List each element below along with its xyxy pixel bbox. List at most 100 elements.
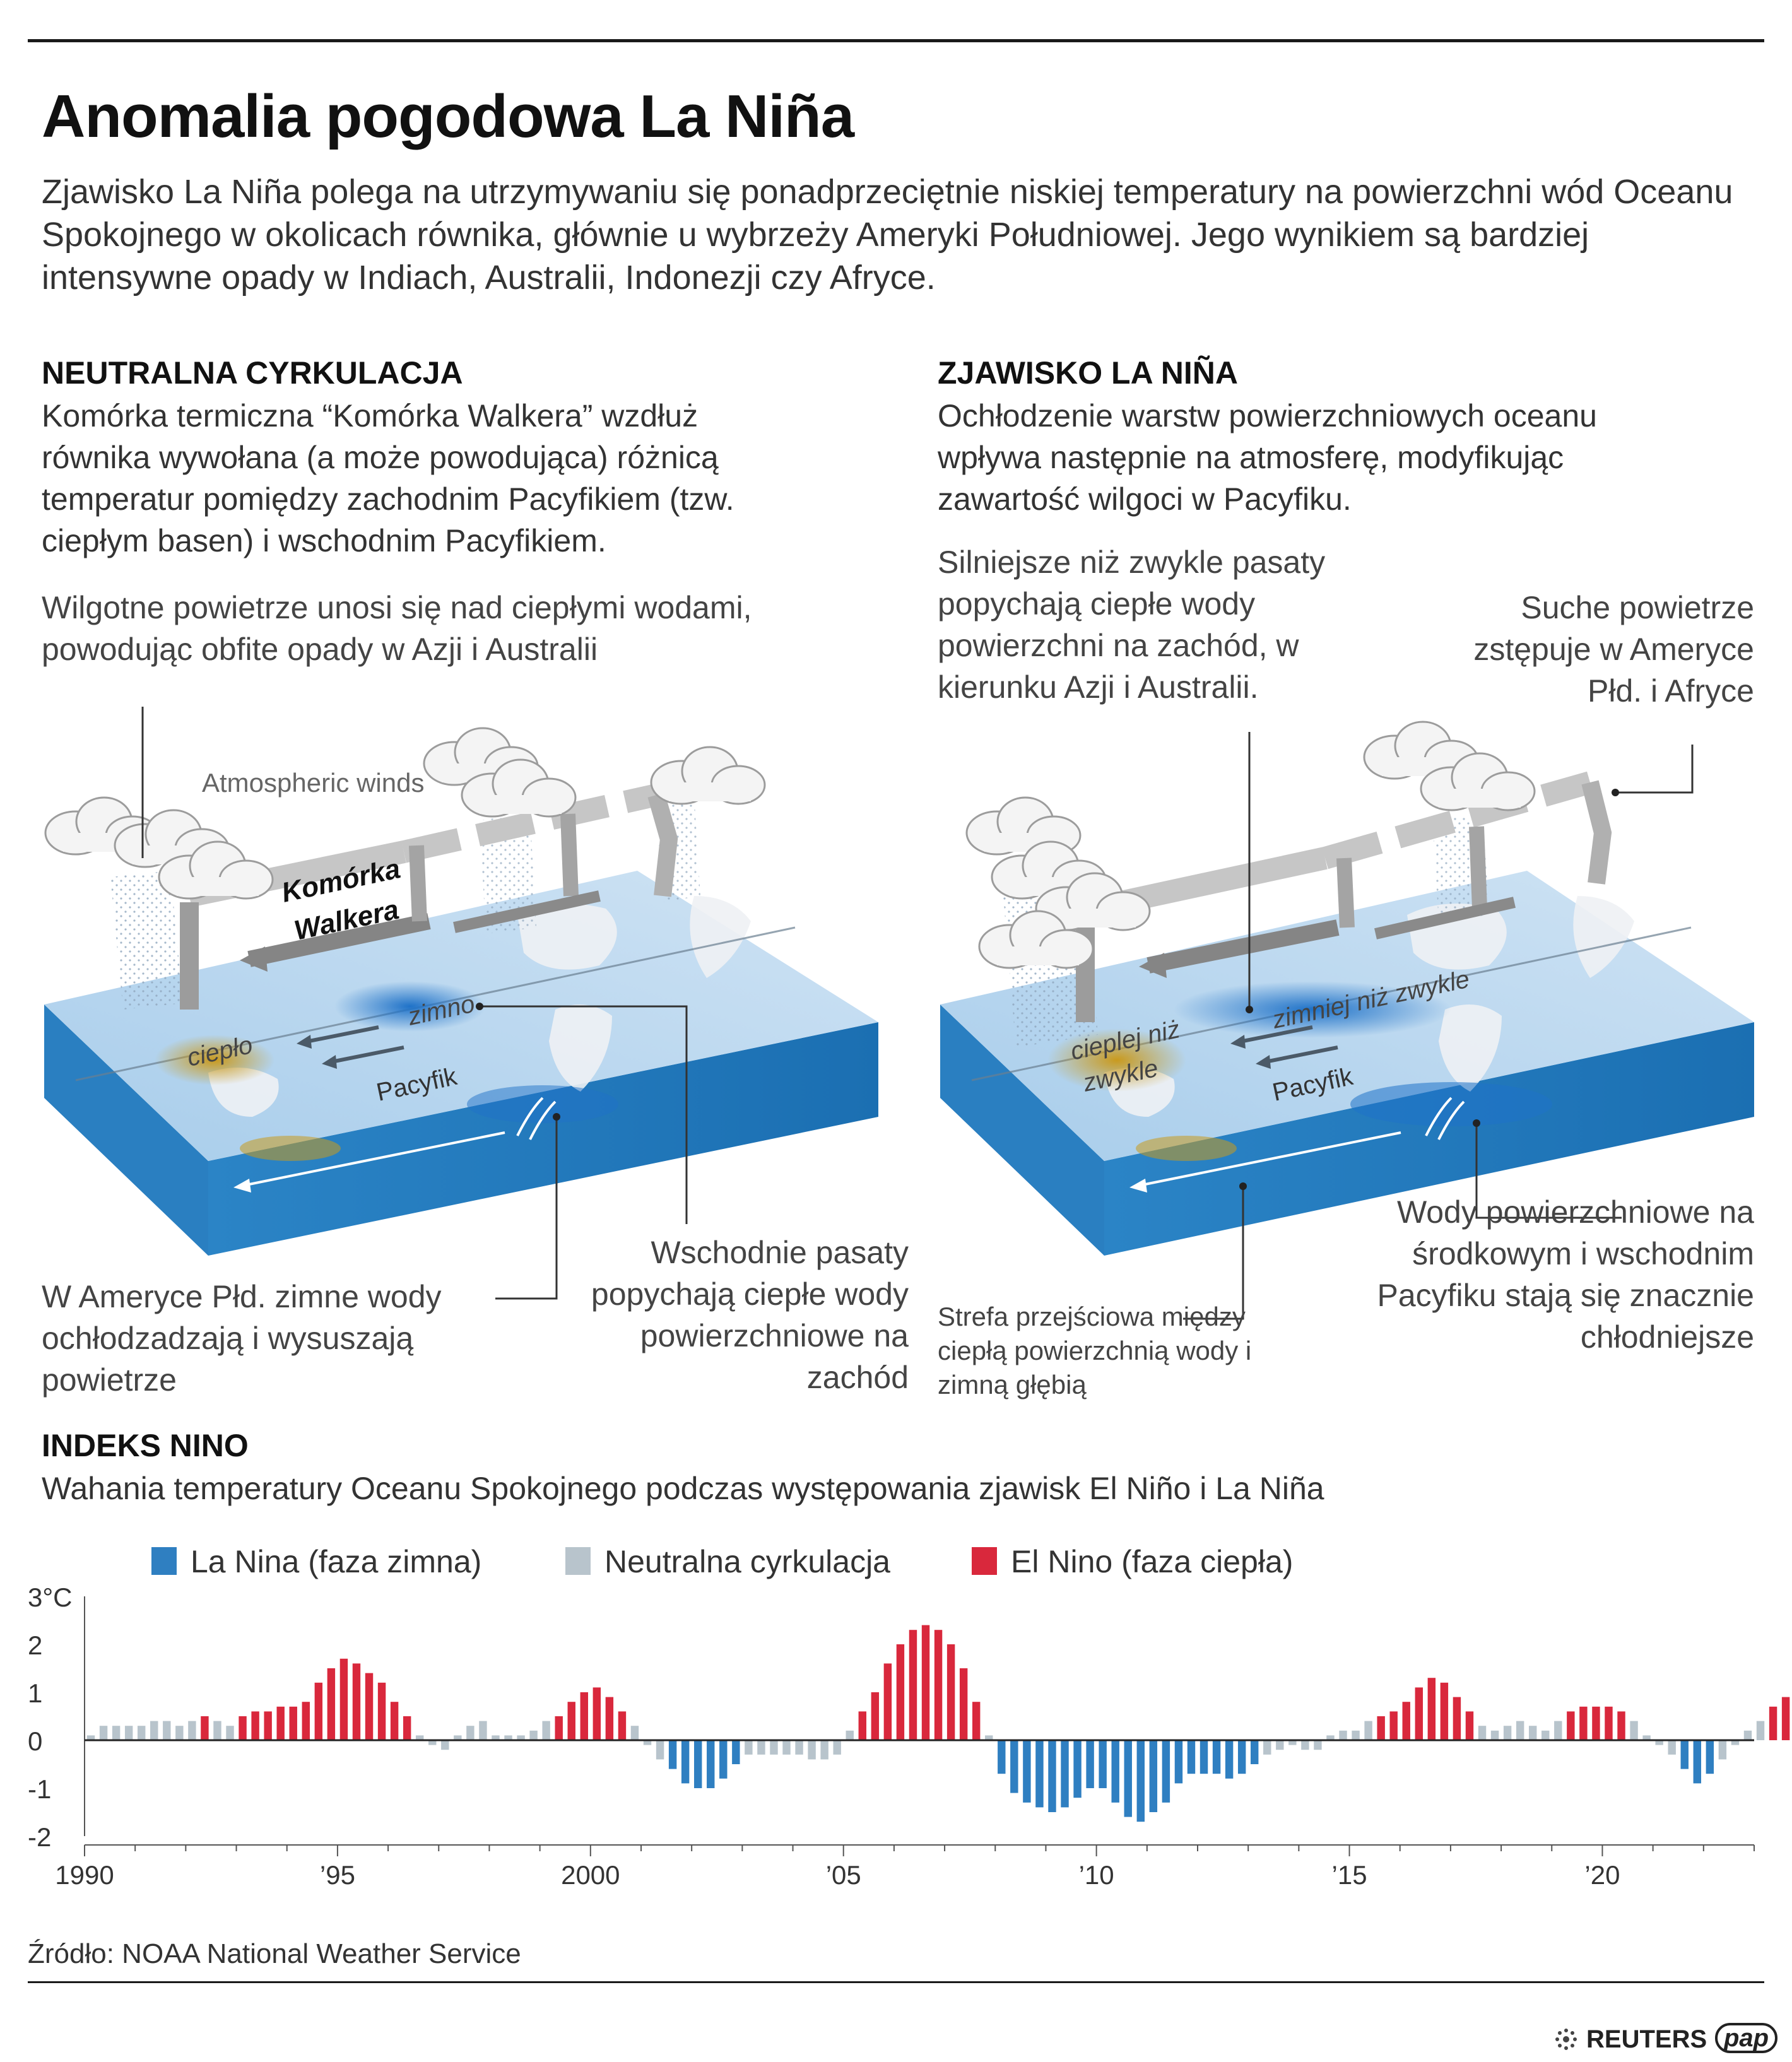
logos: REUTERS pap (1552, 2023, 1778, 2057)
nino-bar (1567, 1711, 1575, 1740)
nino-bar (1579, 1706, 1588, 1740)
nino-bar (1718, 1740, 1727, 1760)
nino-bar (946, 1644, 955, 1740)
nino-bar (1427, 1678, 1436, 1740)
nino-bar (959, 1668, 968, 1740)
nino-bar (1528, 1726, 1537, 1740)
nino-bar (808, 1740, 816, 1760)
nino-bar (656, 1740, 664, 1760)
nino-bar (630, 1726, 639, 1740)
nino-bar (770, 1740, 778, 1755)
right-note-dry: Suche powietrze zstępuje w Ameryce Płd. … (1473, 590, 1754, 709)
nino-bar (1225, 1740, 1234, 1779)
right-note-cool: Wody powierzchniowe na środkowym i wscho… (1377, 1194, 1754, 1355)
nino-bar (1111, 1740, 1119, 1803)
nino-bar (1743, 1730, 1752, 1740)
nino-bar (1276, 1740, 1284, 1750)
y-tick-label: 3°C (28, 1582, 73, 1612)
nino-bar (352, 1663, 361, 1740)
nino-bar (112, 1726, 121, 1740)
nino-bar (1174, 1740, 1183, 1784)
nino-bar (1212, 1740, 1221, 1774)
nino-bar (1314, 1740, 1322, 1750)
nino-bar (732, 1740, 740, 1764)
x-tick-label: ’10 (1079, 1860, 1114, 1890)
nino-bar (1465, 1711, 1474, 1740)
nino-bar (605, 1697, 614, 1740)
left-note-trade: Wschodnie pasaty popychają ciepłe wody p… (591, 1235, 909, 1395)
nino-bar (883, 1663, 892, 1740)
nino-bar (1237, 1740, 1246, 1774)
nino-bar (289, 1706, 297, 1740)
intro-text: Zjawisko La Niña polega na utrzymywaniu … (42, 173, 1733, 297)
nino-bar (517, 1735, 525, 1740)
nino-bar (681, 1740, 690, 1784)
nino-bar (1099, 1740, 1107, 1788)
nino-heading: INDEKS NINO (42, 1428, 249, 1463)
nino-bar (302, 1702, 310, 1740)
nino-bar (1200, 1740, 1208, 1774)
nino-bar (1592, 1706, 1600, 1740)
left-note-rise: Wilgotne powietrze unosi się nad ciepłym… (42, 590, 752, 667)
nino-bar (1035, 1740, 1044, 1808)
right-text: Ochłodzenie warstw powierzchniowych ocea… (938, 398, 1597, 517)
nino-bar (896, 1644, 905, 1740)
nino-bar (555, 1716, 563, 1740)
left-heading: NEUTRALNA CYRKULACJA (42, 355, 463, 391)
nino-bar (1503, 1726, 1512, 1740)
nino-bar (492, 1735, 500, 1740)
diagram-svg: Atmospheric winds Komórka Walkera ciepło… (44, 707, 1754, 1320)
left-winds-label: Atmospheric winds (202, 768, 424, 798)
nino-bar (1781, 1697, 1790, 1740)
x-tick-label: ’15 (1332, 1860, 1367, 1890)
right-diagram: cieplej niż zwykle zimniej niż zwykle Pa… (940, 721, 1754, 1320)
nino-bar (454, 1735, 462, 1740)
nino-bar (124, 1726, 133, 1740)
legend-swatch-la-nina (151, 1547, 177, 1575)
nino-bar (99, 1726, 108, 1740)
nino-bar (1554, 1721, 1562, 1740)
nino-bar (782, 1740, 791, 1755)
nino-bar (264, 1711, 272, 1740)
nino-bar (239, 1716, 247, 1740)
nino-bar (1389, 1711, 1398, 1740)
nino-bar (441, 1740, 449, 1750)
nino-bar (529, 1730, 538, 1740)
nino-bar (1655, 1740, 1663, 1745)
nino-bar (668, 1740, 677, 1769)
legend-swatch-el-nino (972, 1547, 997, 1575)
nino-bar (1693, 1740, 1702, 1784)
nino-bar (921, 1625, 930, 1740)
page-title: Anomalia pogodowa La Niña (42, 83, 854, 150)
nino-bar (251, 1711, 259, 1740)
nino-bar (1263, 1740, 1271, 1755)
nino-bar (567, 1702, 575, 1740)
nino-bar (1061, 1740, 1069, 1808)
nino-bar (1326, 1735, 1335, 1740)
x-tick-label: 1990 (55, 1860, 114, 1890)
nino-bar (795, 1740, 803, 1755)
x-tick-label: ’05 (826, 1860, 861, 1890)
nino-bar (1453, 1697, 1461, 1740)
nino-bar (466, 1726, 475, 1740)
nino-bar (745, 1740, 753, 1755)
legend-label-neutral: Neutralna cyrkulacja (604, 1544, 890, 1579)
right-heading: ZJAWISKO LA NIÑA (938, 355, 1238, 391)
nino-bar (365, 1673, 374, 1740)
x-tick-label: ’95 (320, 1860, 355, 1890)
nino-bar (1149, 1740, 1158, 1812)
nino-bar (1073, 1740, 1082, 1798)
nino-bar (390, 1702, 399, 1740)
nino-bar (1440, 1682, 1449, 1740)
nino-bar (1301, 1740, 1309, 1750)
reuters-icon (1555, 2029, 1577, 2050)
nino-bar (1642, 1735, 1651, 1740)
nino-bar (719, 1740, 728, 1779)
nino-bar (1136, 1740, 1145, 1822)
nino-bar (415, 1735, 424, 1740)
nino-bar (1048, 1740, 1056, 1812)
nino-bar (403, 1716, 411, 1740)
nino-bar (1630, 1721, 1638, 1740)
y-tick-label: 2 (28, 1630, 42, 1660)
